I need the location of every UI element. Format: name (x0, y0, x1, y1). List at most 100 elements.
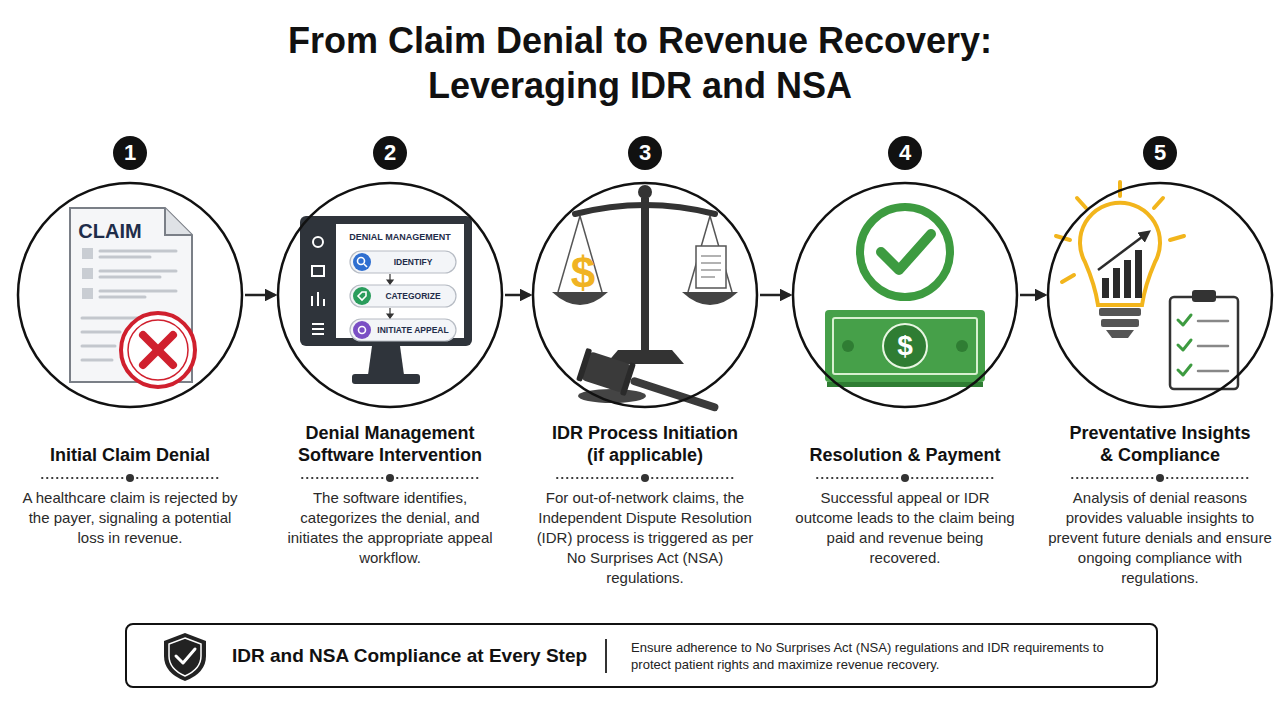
monitor-icon-part-part (312, 292, 324, 306)
step-description: For out-of-network claims, the Independe… (533, 488, 757, 588)
claim-document-icon-part-part (82, 288, 93, 299)
monitor-icon-part (353, 287, 371, 305)
claim-document-icon-part (82, 248, 93, 299)
shield-icon-part (176, 649, 195, 663)
body-holder: Analysis of denial reasons provides valu… (1048, 488, 1272, 588)
claim-document-icon-part-part (100, 256, 150, 259)
payment-icon-part (833, 318, 977, 374)
claim-document-icon-part-part (100, 250, 176, 253)
monitor-icon-part-part (358, 258, 365, 265)
monitor-icon-part (358, 258, 368, 334)
number-badge-part (1143, 136, 1177, 170)
heading-holder: IDR Process Initiation (if applicable) (545, 409, 745, 466)
claim-document-icon-part-part (82, 331, 120, 334)
divider-dot-part (1156, 474, 1164, 482)
payment-icon-part (827, 382, 983, 387)
insight-icon-part-part (1170, 236, 1184, 240)
claim-document-icon-part-part (100, 290, 176, 293)
monitor-icon-part-part (350, 319, 456, 341)
payment-icon (825, 207, 985, 387)
divider-dot-part (641, 474, 649, 482)
divider-dot (126, 474, 1164, 482)
insight-icon-part-part (1077, 198, 1086, 208)
insight-icon-part (1099, 308, 1141, 316)
claim-document-icon-part-part (82, 359, 112, 362)
heading-holder: Resolution & Payment (787, 409, 1023, 466)
circle-outline (533, 183, 757, 407)
insight-icon-part (1198, 321, 1228, 371)
insight-icon-part (1192, 290, 1216, 302)
divider-dot-part (126, 474, 134, 482)
callout-number: 3 (630, 140, 660, 166)
scales-icon-part (696, 246, 726, 288)
step-circle: IDR Process Initiation (if applicable)Fo… (527, 177, 763, 413)
step-heading: Preventative Insights & Compliance (1065, 422, 1255, 466)
icon-text: CATEGORIZE (373, 291, 453, 301)
body-holder: Successful appeal or IDR outcome leads t… (793, 488, 1017, 568)
insight-icon-part-part (1154, 198, 1163, 208)
step-circle: Resolution & PaymentSuccessful appeal or… (787, 177, 1023, 413)
scales-icon (552, 185, 738, 425)
circle-outline (527, 177, 763, 413)
monitor-icon-part (353, 253, 371, 271)
scales-icon-part-part (701, 255, 721, 257)
circle-outline (12, 177, 248, 413)
diagram-title: From Claim Denial to Revenue Recovery: L… (260, 18, 1020, 108)
monitor-icon-part-part (359, 327, 366, 334)
step-description: The software identifies, categorizes the… (278, 488, 502, 568)
insight-icon-part-part (1178, 340, 1191, 350)
circle-outline (793, 183, 1017, 407)
scales-icon-part (641, 198, 649, 350)
icon-text: $ (561, 246, 605, 299)
claim-document-icon-part-part (100, 276, 160, 279)
insight-icon-part (1098, 234, 1146, 270)
claim-document-icon-part-part (143, 335, 173, 365)
step-description: Successful appeal or IDR outcome leads t… (793, 488, 1017, 568)
insight-icon-part (1178, 315, 1191, 375)
heading-holder: Initial Claim Denial (12, 409, 248, 466)
monitor-icon-part-part (358, 292, 366, 300)
claim-document-icon-part (121, 313, 195, 387)
insight-icon-part (1170, 297, 1238, 389)
scales-icon-part (576, 348, 723, 425)
number-badge-part (888, 136, 922, 170)
claim-document-icon-part-part (82, 248, 93, 259)
body-holder: For out-of-network claims, the Independe… (533, 488, 757, 588)
insight-icon-part-part (1102, 278, 1109, 298)
insight-icon-part-part (1113, 268, 1120, 298)
insight-icon-part (1102, 250, 1142, 298)
flow-arrow (245, 294, 275, 297)
icon-text: INITIATE APPEAL (373, 325, 453, 335)
claim-document-icon-part-part (100, 296, 145, 299)
insight-icon-part-part (1198, 320, 1228, 323)
insight-icon-part-part (1198, 345, 1228, 348)
insight-icon-part-part (1178, 365, 1191, 375)
insight-icon-part-part (1178, 315, 1191, 325)
monitor-icon-part (368, 346, 404, 375)
claim-document-icon-part (128, 320, 188, 380)
callout-number: 2 (375, 140, 405, 166)
step-heading: Initial Claim Denial (12, 444, 248, 466)
monitor-icon-part-part (387, 314, 393, 318)
step-description: A healthcare claim is rejected by the pa… (18, 488, 242, 548)
payment-icon-part (825, 310, 985, 382)
claim-document-icon-part (143, 335, 173, 365)
body-holder: A healthcare claim is rejected by the pa… (18, 488, 242, 548)
insight-icon-part-part (1062, 275, 1074, 282)
step-circle: Initial Claim DenialA healthcare claim i… (12, 177, 248, 413)
monitor-icon-part-part (387, 280, 393, 284)
payment-icon-part (842, 340, 854, 352)
circle-outline (278, 183, 502, 407)
claim-document-icon-part (165, 208, 192, 235)
insight-icon-part-part (1124, 260, 1131, 298)
circle-outline (1042, 177, 1278, 413)
monitor-icon (300, 216, 472, 384)
shield-icon-part (164, 633, 206, 681)
step-circle: Preventative Insights & ComplianceAnalys… (1042, 177, 1278, 413)
monitor-icon-part (353, 321, 371, 339)
monitor-icon-part-part (313, 237, 323, 247)
banner-text: Ensure adherence to No Surprises Act (NS… (605, 639, 1156, 673)
